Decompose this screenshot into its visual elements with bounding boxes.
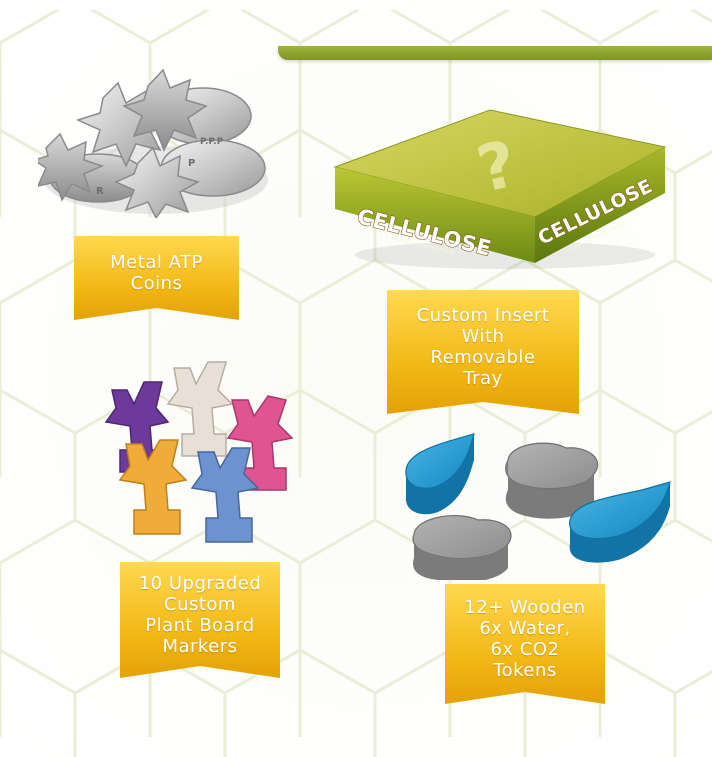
water-token-2	[569, 481, 671, 563]
accent-bar	[278, 46, 712, 60]
plant-marker-orange	[118, 439, 188, 535]
callout-atp-coins-text: Metal ATP Coins	[110, 252, 203, 294]
co2-token-2	[412, 514, 512, 580]
coin-label-r: R	[96, 186, 104, 197]
metal-coins-illustration: R P P.P.P	[38, 68, 268, 218]
wooden-tokens-illustration	[405, 433, 671, 580]
callout-custom-insert-text: Custom Insert With Removable Tray	[416, 305, 550, 389]
callout-custom-insert: Custom Insert With Removable Tray	[387, 290, 579, 414]
game-box-illustration: ? CELLULOSE A Plant Cell Biology Game CE…	[333, 109, 667, 269]
coin-label-p: P	[188, 158, 195, 169]
callout-wooden-tokens: 12+ Wooden 6x Water, 6x CO2 Tokens	[445, 584, 605, 704]
callout-wooden-tokens-text: 12+ Wooden 6x Water, 6x CO2 Tokens	[464, 597, 586, 681]
water-token-1	[405, 433, 475, 515]
callout-plant-markers-text: 10 Upgraded Custom Plant Board Markers	[138, 573, 262, 657]
plant-marker-pink	[226, 395, 294, 491]
coin-label-ppp: P.P.P	[200, 137, 224, 147]
co2-token-1	[505, 442, 599, 519]
plant-marker-blue	[190, 447, 260, 543]
plant-markers-illustration	[104, 361, 294, 543]
callout-atp-coins: Metal ATP Coins	[74, 236, 239, 320]
callout-plant-markers: 10 Upgraded Custom Plant Board Markers	[120, 562, 280, 678]
plant-marker-white	[166, 361, 234, 457]
